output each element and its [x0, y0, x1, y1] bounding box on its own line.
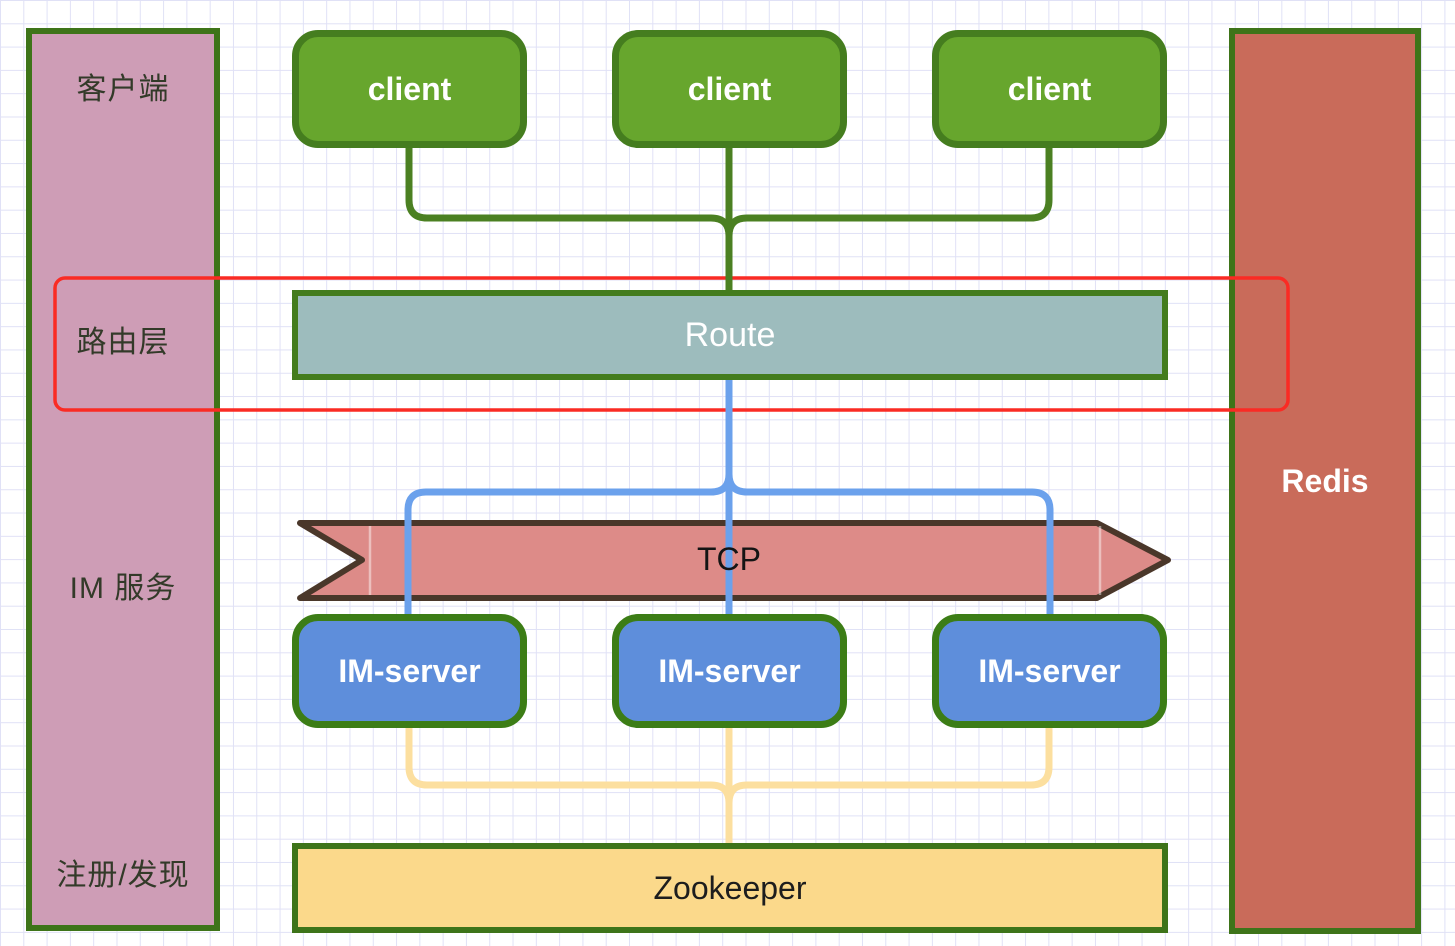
lane-label-routing: 路由层: [76, 326, 170, 359]
layer-sidebar: 客户端 路由层 IM 服务 注册/发现: [26, 28, 220, 931]
zookeeper-node: Zookeeper: [292, 843, 1168, 933]
im-server-node-1: IM-server: [292, 614, 527, 728]
redis-node: Redis: [1229, 28, 1421, 934]
connectors-route-to-imservers: [404, 380, 1054, 614]
im-server-node-2: IM-server: [612, 614, 847, 728]
client-node-2: client: [612, 30, 847, 148]
lane-label-registry: 注册/发现: [56, 859, 190, 892]
route-node: Route: [292, 290, 1168, 380]
client-node-1: client: [292, 30, 527, 148]
im-server-node-3: IM-server: [932, 614, 1167, 728]
connectors-clients-to-route: [405, 148, 1053, 290]
connectors-imservers-to-zookeeper: [405, 728, 1053, 843]
tcp-label: TCP: [697, 541, 761, 577]
client-node-3: client: [932, 30, 1167, 148]
lane-label-clients: 客户端: [76, 73, 170, 106]
lane-label-im-service: IM 服务: [69, 572, 177, 605]
